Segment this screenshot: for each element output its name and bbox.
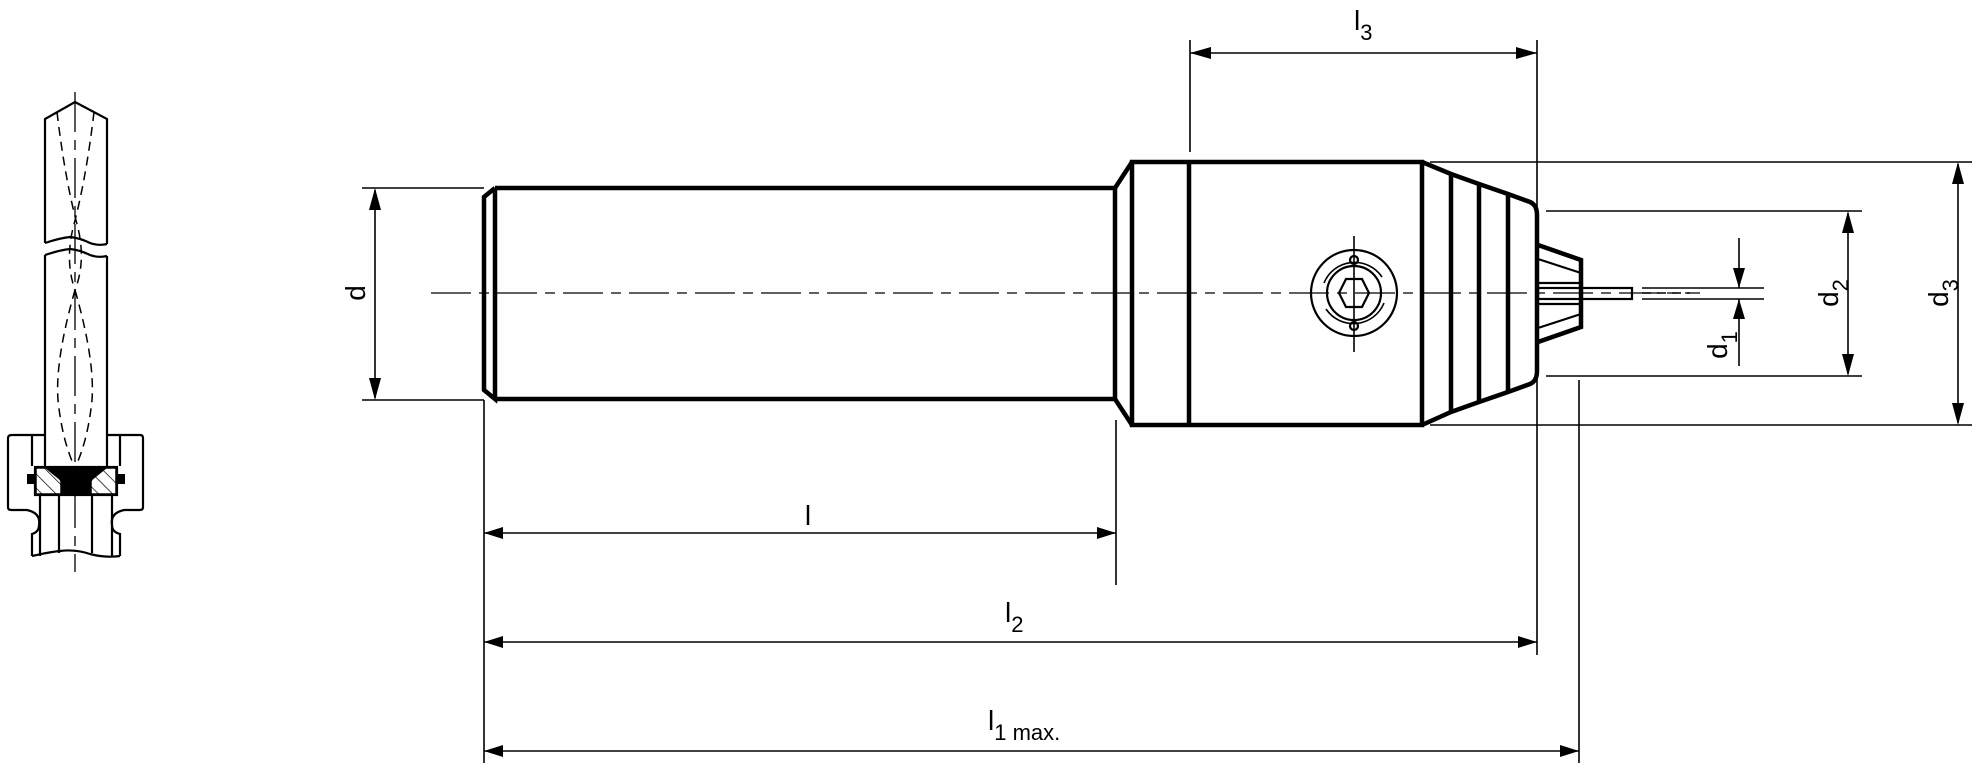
main-view xyxy=(431,159,1700,428)
chuck-jaws xyxy=(1537,242,1584,345)
dimensions: d l l2 l1 max. l3 d1 xyxy=(340,5,1972,763)
label-d: d xyxy=(340,285,371,301)
holder-left-outline xyxy=(6,433,41,556)
clamping-detail-view xyxy=(6,92,145,572)
pin-right xyxy=(117,474,125,484)
hidden-flute-2 xyxy=(68,111,95,291)
tool-upper-outline xyxy=(43,100,109,244)
holder-bottom-break xyxy=(31,549,121,558)
label-l1-max: l1 max. xyxy=(988,705,1060,745)
jaw-lines xyxy=(1537,257,1582,330)
label-d3: d3 xyxy=(1923,279,1963,307)
break-line-top xyxy=(44,235,108,246)
shank-chamfer-end xyxy=(481,186,498,404)
holder-inner-walls xyxy=(30,435,122,466)
hidden-flute-1 xyxy=(56,111,83,291)
holder-bore-lines xyxy=(38,494,114,556)
break-line-bottom xyxy=(44,247,108,258)
insert-solid-core xyxy=(45,468,107,494)
clamped-tool xyxy=(1536,286,1634,301)
chuck-nose-rings xyxy=(1448,174,1511,412)
label-l3: l3 xyxy=(1354,5,1372,45)
pin-left xyxy=(27,474,35,484)
hidden-flute-3 xyxy=(56,289,76,469)
key-screw-icon xyxy=(1309,236,1399,352)
label-l2: l2 xyxy=(1005,597,1023,637)
label-l: l xyxy=(805,500,811,531)
chuck-body xyxy=(1129,159,1425,428)
tool-lower-outline xyxy=(43,255,109,467)
label-d1: d1 xyxy=(1702,331,1742,359)
label-d2: d2 xyxy=(1813,279,1853,307)
hidden-flute-4 xyxy=(74,289,94,469)
